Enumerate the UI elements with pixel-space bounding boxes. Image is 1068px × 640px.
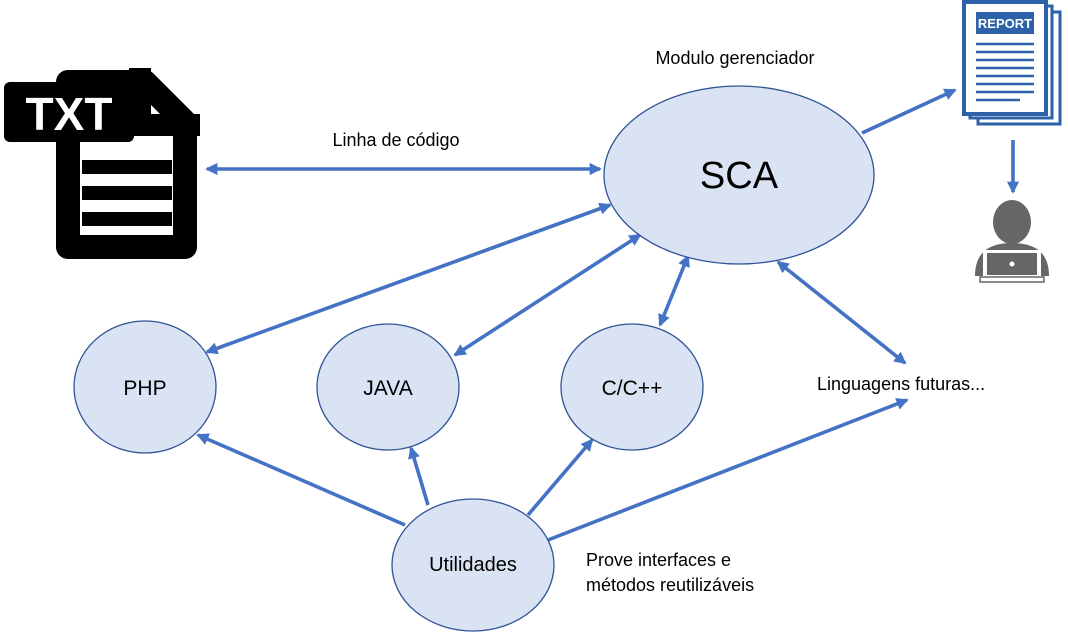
utilities-note-line1: Prove interfaces e <box>586 550 731 570</box>
edge-util-cpp <box>526 438 594 517</box>
node-sca-label: SCA <box>700 155 779 197</box>
manager-caption: Modulo gerenciador <box>655 48 814 68</box>
node-cpp: C/C++ <box>560 323 704 451</box>
node-php-label: PHP <box>123 377 166 400</box>
node-cpp-label: C/C++ <box>602 377 663 400</box>
edge-util-java <box>408 446 430 506</box>
node-java: JAVA <box>316 323 460 451</box>
edge-util-php <box>196 433 406 527</box>
txt-file-icon: TXT <box>4 68 200 259</box>
future-languages-label: Linguagens futuras... <box>817 374 985 394</box>
utilities-note-line2: métodos reutilizáveis <box>586 575 754 595</box>
edge-sca-php <box>205 202 612 355</box>
edge-sca-future <box>776 260 907 365</box>
node-utilidades: Utilidades <box>391 498 555 632</box>
report-badge-label: REPORT <box>978 16 1032 31</box>
user-laptop-icon <box>975 200 1049 283</box>
edge-sca-java <box>453 233 642 357</box>
node-sca: SCA <box>603 85 875 265</box>
txt-badge-label: TXT <box>26 88 113 140</box>
node-utilidades-label: Utilidades <box>429 554 517 576</box>
code-line-caption: Linha de código <box>332 130 459 150</box>
edges <box>196 88 1020 542</box>
edge-sca-cpp <box>658 254 690 327</box>
edge-util-future <box>547 398 909 542</box>
edge-sca-report <box>861 88 957 135</box>
node-php: PHP <box>73 320 217 454</box>
node-java-label: JAVA <box>363 377 412 400</box>
report-document-icon: REPORT <box>962 0 1062 126</box>
